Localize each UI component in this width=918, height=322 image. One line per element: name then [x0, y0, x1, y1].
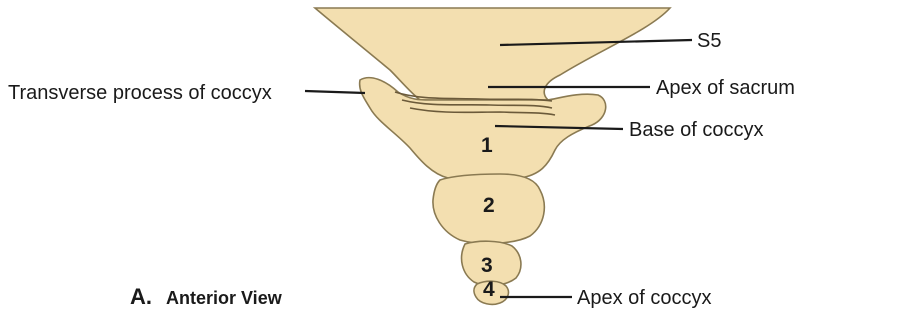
label-apex-of-sacrum: Apex of sacrum [656, 77, 795, 99]
leader-transverse-process [305, 91, 365, 93]
caption-text: Anterior View [166, 288, 283, 308]
label-apex-of-coccyx: Apex of coccyx [577, 287, 712, 309]
label-s5: S5 [697, 30, 721, 52]
label-transverse-process-of-coccyx: Transverse process of coccyx [8, 82, 272, 104]
segment-number-2: 2 [483, 194, 495, 217]
segment-number-4: 4 [483, 278, 495, 301]
segment-number-3: 3 [481, 254, 493, 277]
segment-number-1: 1 [481, 134, 493, 157]
caption-letter: A. [130, 284, 152, 309]
label-base-of-coccyx: Base of coccyx [629, 119, 764, 141]
